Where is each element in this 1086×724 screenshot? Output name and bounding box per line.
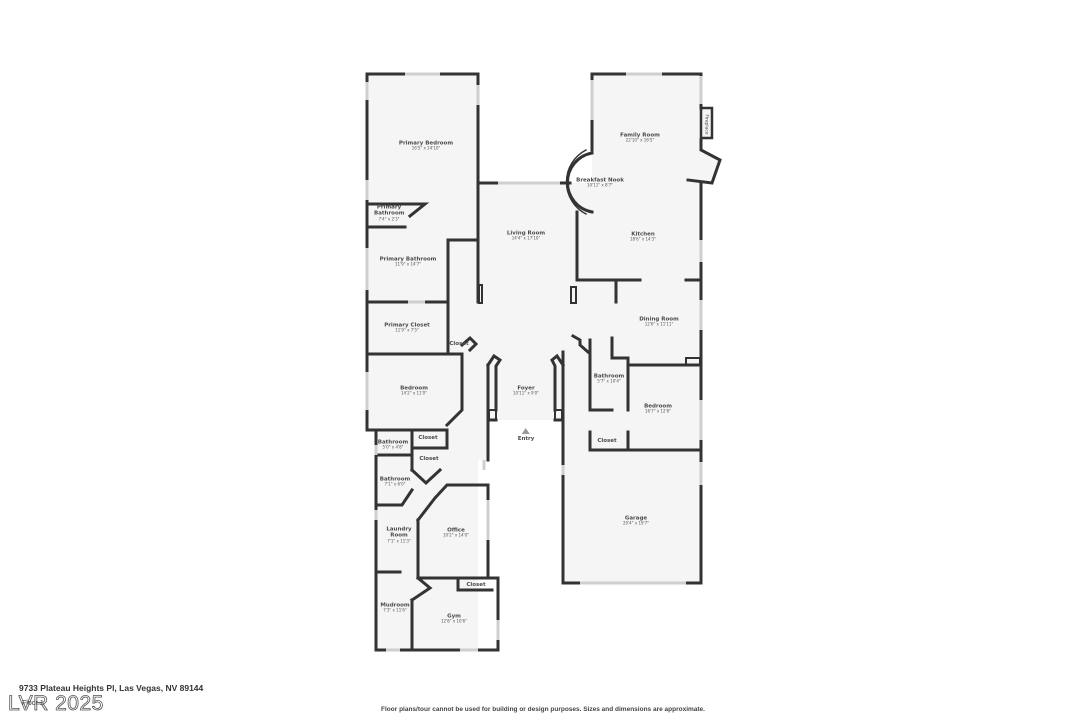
entry-marker: Entry: [517, 428, 535, 442]
room-name: Bathroom: [379, 476, 411, 483]
room-dimensions: 18'6" x 14'3": [629, 236, 657, 242]
room-name: Bedroom: [644, 403, 672, 410]
room-dimensions: 10'11" x 8'7": [586, 182, 614, 188]
room-name: Primary Closet: [384, 322, 430, 329]
room-dimensions: 12'6" x 11'11": [644, 321, 674, 327]
room-name: Breakfast Nook: [576, 177, 624, 184]
room-name: Kitchen: [631, 231, 655, 238]
room-name: Dining Room: [639, 316, 679, 323]
closet-label: Closet: [597, 438, 617, 444]
room-name: Foyer: [517, 385, 535, 392]
room-name: Primary Bathroom: [374, 204, 405, 217]
room-dimensions: 22'10" x 16'5": [625, 137, 655, 143]
room-dimensions: 5'7" x 10'4": [597, 378, 621, 384]
fireplace-label: Fireplace: [704, 113, 710, 135]
room-name: Gym: [447, 613, 461, 620]
room-dimensions: 7'3" x 11'6": [383, 607, 407, 613]
room-name: Office: [447, 527, 465, 534]
closet-label: Closet: [418, 435, 438, 441]
room-dimensions: 10'11" x 9'0": [512, 390, 540, 396]
room-name: Bathroom: [377, 439, 409, 446]
room-name: Mudroom: [380, 602, 410, 609]
room-dimensions: 14'4" x 17'10": [511, 235, 541, 241]
floor-label: Floor 1: [22, 700, 44, 707]
room-name: Living Room: [506, 230, 546, 237]
room-dimensions: 11'9" x 14'7": [394, 261, 422, 267]
room-dimensions: 14'2" x 11'0": [400, 390, 428, 396]
closet-label: Closet: [449, 341, 469, 347]
watermark: LVR 2025: [8, 692, 104, 716]
room-name: Garage: [624, 515, 648, 522]
entry-arrow-icon: [521, 428, 530, 434]
room-name: Bathroom: [593, 373, 625, 380]
fireplace: Fireplace: [701, 110, 712, 138]
room-name: Primary Bedroom: [398, 140, 454, 147]
room-name: Bedroom: [400, 385, 428, 392]
room-dimensions: 10'2" x 14'0": [442, 532, 470, 538]
room-dimensions: 7'1" x 11'3": [387, 538, 411, 544]
room-name: Laundry Room: [386, 526, 412, 539]
room-name: Family Room: [620, 132, 660, 139]
closet-label: Closet: [466, 582, 486, 588]
room-dimensions: 16'7" x 12'6": [644, 408, 672, 414]
room-dimensions: 20'4" x 19'7": [622, 520, 650, 526]
room-dimensions: 11'9" x 7'5": [395, 327, 419, 333]
closet-label: Closet: [419, 456, 439, 462]
room-dimensions: 7'1" x 6'0": [384, 481, 406, 487]
room-dimensions: 12'8" x 10'6": [440, 618, 468, 624]
room-dimensions: 5'0" x 4'8": [382, 444, 404, 450]
property-address: 9733 Plateau Heights Pl, Las Vegas, NV 8…: [19, 683, 204, 693]
room-dimensions: 16'5" x 24'10": [411, 145, 441, 151]
room-name: Primary Bathroom: [379, 256, 437, 263]
room-dimensions: 7'4" x 2'3": [378, 216, 400, 222]
disclaimer: Floor plans/tour cannot be used for buil…: [381, 706, 705, 713]
entry-label: Entry: [517, 436, 535, 442]
